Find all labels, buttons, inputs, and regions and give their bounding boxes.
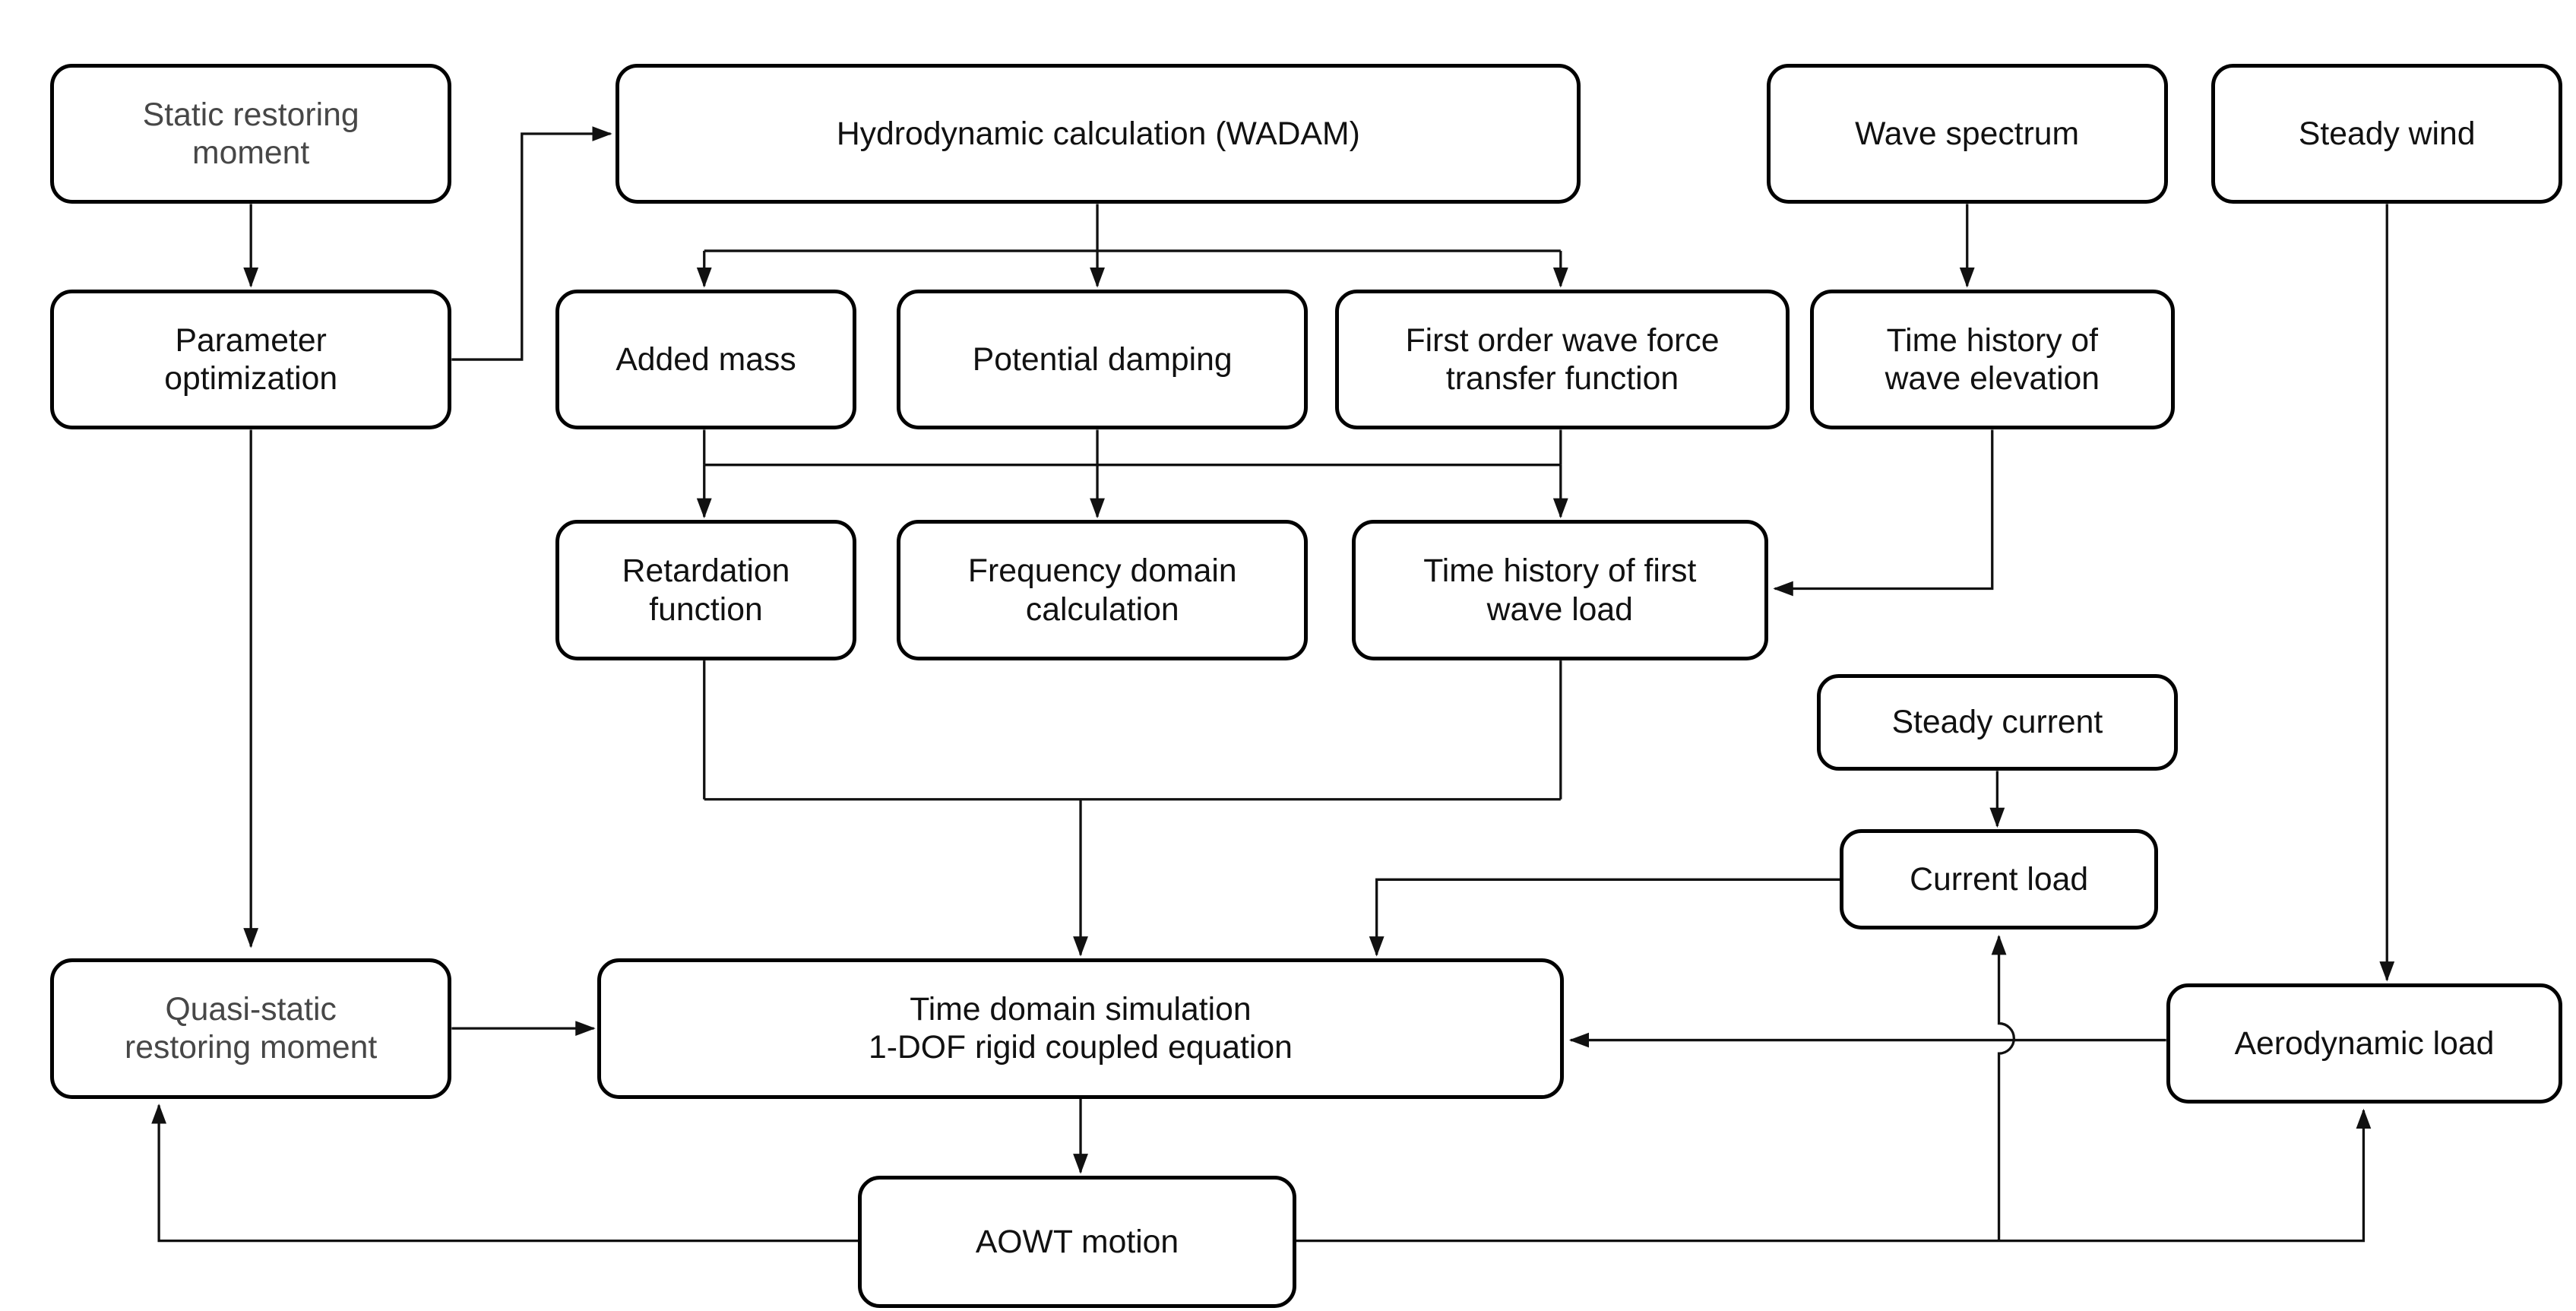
node-current-load: Current load	[1840, 829, 2158, 930]
node-hydrodynamic-calculation: Hydrodynamic calculation (WADAM)	[616, 63, 1581, 204]
node-time-domain-simulation: Time domain simulation 1-DOF rigid coupl…	[597, 958, 1565, 1099]
node-steady-current: Steady current	[1816, 673, 2179, 771]
node-aerodynamic-load: Aerodynamic load	[2166, 983, 2563, 1104]
node-label: Steady wind	[2298, 115, 2476, 152]
edge-current-load-to-time-domain	[1369, 878, 1840, 957]
node-potential-damping: Potential damping	[897, 289, 1309, 430]
node-label: Static restoring moment	[142, 96, 359, 172]
node-label: Quasi-static restoring moment	[125, 990, 378, 1066]
node-label: Current load	[1910, 861, 2089, 898]
node-label: Time history of wave elevation	[1885, 321, 2100, 397]
node-static-restoring-moment: Static restoring moment	[50, 63, 452, 204]
node-wave-spectrum: Wave spectrum	[1766, 63, 2168, 204]
node-aowt-motion: AOWT motion	[858, 1175, 1296, 1308]
node-label: Time domain simulation 1-DOF rigid coupl…	[869, 990, 1293, 1066]
edge-parameter-to-hydro	[451, 126, 612, 361]
node-added-mass: Added mass	[555, 289, 857, 430]
node-label: Potential damping	[972, 340, 1233, 378]
node-label: Added mass	[616, 340, 796, 378]
node-label: Steady current	[1891, 704, 2103, 741]
node-label: Aerodynamic load	[2234, 1024, 2495, 1062]
node-label: Hydrodynamic calculation (WADAM)	[836, 115, 1360, 152]
node-label: Retardation function	[622, 553, 790, 628]
node-label: Frequency domain calculation	[967, 553, 1237, 628]
node-time-history-first-wave-load: Time history of first wave load	[1351, 520, 1768, 661]
node-label: Parameter optimization	[164, 321, 338, 397]
edge-aowt-to-aero	[1296, 1108, 2372, 1243]
node-label: AOWT motion	[975, 1223, 1179, 1260]
node-retardation-function: Retardation function	[555, 520, 857, 661]
node-first-order-wave-force: First order wave force transfer function	[1334, 289, 1790, 430]
edge-elevation-to-first-wave-load	[1773, 429, 1994, 597]
node-parameter-optimization: Parameter optimization	[50, 289, 452, 430]
node-label: First order wave force transfer function	[1405, 321, 1720, 397]
edge-aowt-to-current-load	[1991, 934, 2015, 1241]
node-label: Wave spectrum	[1855, 115, 2080, 152]
node-quasi-static-restoring-moment: Quasi-static restoring moment	[50, 958, 452, 1099]
node-frequency-domain-calculation: Frequency domain calculation	[897, 520, 1309, 661]
node-label: Time history of first wave load	[1423, 553, 1697, 628]
node-time-history-wave-elevation: Time history of wave elevation	[1809, 289, 2175, 430]
node-steady-wind: Steady wind	[2210, 63, 2563, 204]
edge-aowt-to-quasi	[151, 1104, 859, 1243]
